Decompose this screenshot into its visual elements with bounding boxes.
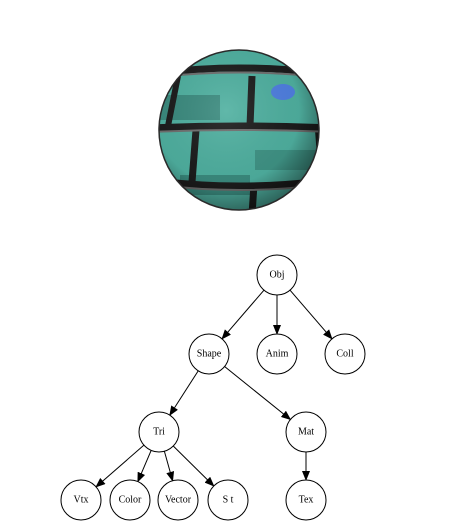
- node-label-tex: Tex: [299, 495, 314, 506]
- node-circle-vtx: [60, 479, 102, 521]
- node-circle-tex: [285, 479, 327, 521]
- node-label-mat: Mat: [298, 427, 314, 438]
- tree-node-mat: Mat: [285, 411, 327, 453]
- node-circle-color: [109, 479, 151, 521]
- node-label-shape: Shape: [197, 349, 222, 360]
- node-label-anim: Anim: [266, 349, 289, 360]
- tree-node-st: S t: [207, 479, 249, 521]
- edge-obj-to-shape: [221, 289, 265, 340]
- node-label-vector: Vector: [165, 495, 192, 506]
- tree-node-tex: Tex: [285, 479, 327, 521]
- node-circle-tri: [138, 411, 180, 453]
- node-circle-coll: [324, 333, 366, 375]
- node-circle-vector: [157, 479, 199, 521]
- node-circle-mat: [285, 411, 327, 453]
- node-label-tri: Tri: [153, 427, 165, 438]
- node-circle-obj: [256, 254, 298, 296]
- edge-tri-to-st: [172, 445, 215, 487]
- tree-node-anim: Anim: [256, 333, 298, 375]
- node-label-vtx: Vtx: [74, 495, 89, 506]
- edge-shape-to-mat: [224, 366, 292, 421]
- node-circle-anim: [256, 333, 298, 375]
- node-label-coll: Coll: [336, 349, 353, 360]
- node-circle-st: [207, 479, 249, 521]
- edge-obj-to-coll: [289, 289, 333, 340]
- node-label-color: Color: [119, 495, 142, 506]
- tree-node-tri: Tri: [138, 411, 180, 453]
- tree-node-color: Color: [109, 479, 151, 521]
- node-label-obj: Obj: [270, 270, 285, 281]
- hierarchy-tree-edges: [95, 289, 333, 488]
- node-circle-shape: [188, 333, 230, 375]
- tree-node-shape: Shape: [188, 333, 230, 375]
- edge-tri-to-vector: [163, 451, 175, 482]
- node-label-st: S t: [223, 495, 234, 506]
- edge-shape-to-tri: [169, 370, 199, 417]
- edge-tri-to-color: [137, 450, 152, 483]
- tree-node-coll: Coll: [324, 333, 366, 375]
- brick-sphere-image: [158, 49, 320, 211]
- tree-node-vtx: Vtx: [60, 479, 102, 521]
- tree-node-vector: Vector: [157, 479, 199, 521]
- tree-node-obj: Obj: [256, 254, 298, 296]
- edge-tri-to-vtx: [95, 444, 145, 488]
